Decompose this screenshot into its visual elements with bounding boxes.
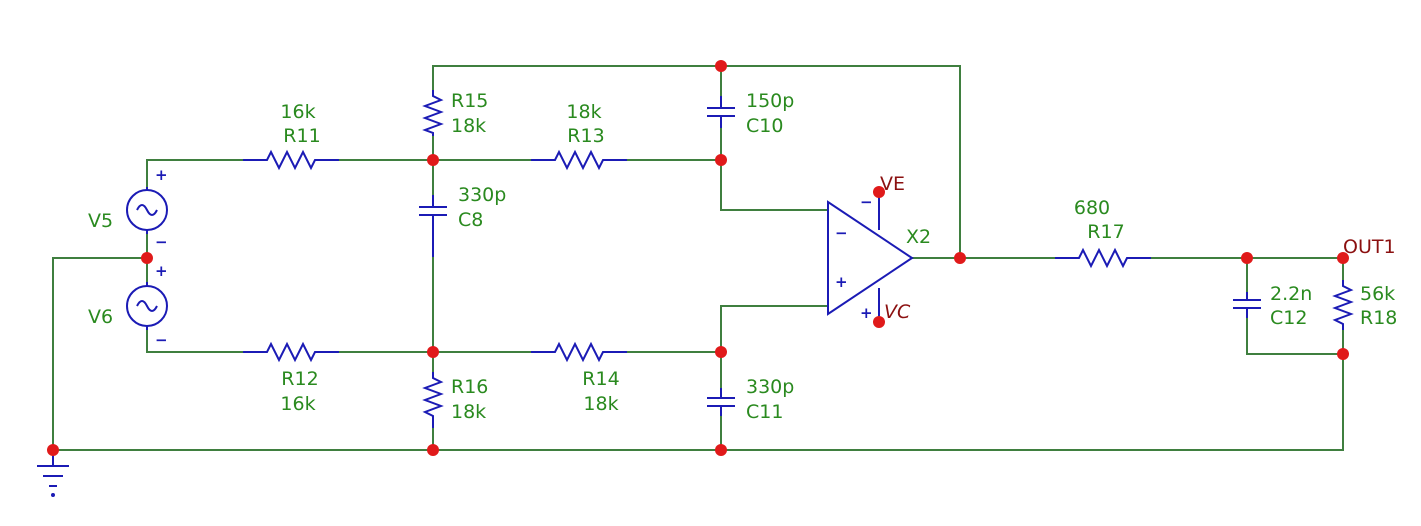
voltage-source-v5[interactable] (126, 187, 168, 234)
r12-value: 16k (280, 393, 315, 415)
r14-name: R14 (582, 368, 619, 390)
resistor-r16[interactable] (422, 372, 444, 428)
wire-inv-input (720, 160, 828, 211)
net-label-out1: OUT1 (1343, 236, 1396, 258)
c12-name: C12 (1270, 307, 1307, 329)
node-dot (715, 346, 727, 358)
resistor-r18[interactable] (1332, 280, 1354, 330)
wire-noninv-input (720, 305, 828, 352)
r18-name: R18 (1360, 307, 1397, 329)
c8-value: 330p (458, 184, 506, 206)
r17-name: R17 (1087, 221, 1124, 243)
wire-v6-bottom (146, 330, 243, 353)
v6-minus-sign: − (155, 331, 168, 349)
c12-value: 2.2n (1270, 283, 1312, 305)
capacitor-c8[interactable] (419, 195, 447, 257)
c11-value: 330p (746, 376, 794, 398)
node-dot (715, 444, 727, 456)
wire-feedback-top (432, 65, 961, 258)
r17-value: 680 (1074, 197, 1110, 219)
r13-name: R13 (567, 125, 604, 147)
nodes (47, 60, 1349, 456)
r14-value: 18k (583, 393, 618, 415)
wire-v5-top (146, 159, 243, 187)
resistor-r14[interactable] (531, 341, 627, 363)
opamp-vneg-sign: − (860, 193, 873, 211)
v5-plus-sign: + (155, 166, 168, 184)
v5-name: V5 (88, 210, 113, 232)
opamp-inv-sign: − (835, 224, 848, 242)
r18-value: 56k (1360, 283, 1395, 305)
wire-ground-left (52, 257, 147, 450)
node-dot (427, 444, 439, 456)
node-dot (954, 252, 966, 264)
node-dot (715, 60, 727, 72)
r16-name: R16 (451, 376, 488, 398)
c10-name: C10 (746, 115, 783, 137)
capacitor-c12[interactable] (1233, 292, 1261, 318)
resistor-r11[interactable] (243, 149, 339, 171)
node-dot (873, 186, 885, 198)
node-dot (141, 252, 153, 264)
node-dot (715, 154, 727, 166)
node-dot (47, 444, 59, 456)
r15-value: 18k (451, 115, 486, 137)
x2-name: X2 (906, 226, 931, 248)
node-dot (427, 346, 439, 358)
node-dot (1337, 252, 1349, 264)
r16-value: 18k (451, 401, 486, 423)
ground-symbol (37, 450, 69, 497)
net-label-vc: VC (884, 301, 911, 323)
c11-name: C11 (746, 401, 783, 423)
r12-name: R12 (281, 368, 318, 390)
voltage-source-v6[interactable] (126, 282, 168, 330)
resistor-r13[interactable] (531, 149, 627, 171)
opamp-noninv-sign: + (835, 273, 848, 291)
v6-plus-sign: + (155, 262, 168, 280)
labels: 16k R11 18k R13 R15 18k 150p C10 330p C8… (88, 90, 1397, 423)
capacitor-c10[interactable] (707, 96, 735, 128)
resistor-r12[interactable] (243, 341, 339, 363)
r11-name: R11 (283, 125, 320, 147)
wire-c12-bottom (1246, 318, 1343, 355)
c8-name: C8 (458, 209, 483, 231)
resistor-r15[interactable] (422, 90, 444, 136)
r11-value: 16k (280, 101, 315, 123)
node-dot (873, 316, 885, 328)
v5-minus-sign: − (155, 233, 168, 251)
net-label-ve: VE (880, 173, 905, 195)
r15-name: R15 (451, 90, 488, 112)
r13-value: 18k (566, 101, 601, 123)
v6-name: V6 (88, 306, 113, 328)
c10-value: 150p (746, 90, 794, 112)
node-dot (1337, 348, 1349, 360)
opamp-vpos-sign: + (860, 304, 873, 322)
node-dot (427, 154, 439, 166)
resistor-r17[interactable] (1055, 247, 1151, 269)
polarity-signs: + − + − − + − + (155, 166, 873, 349)
wire-ground-bus (53, 354, 1344, 451)
capacitor-c11[interactable] (707, 388, 735, 416)
node-dot (1241, 252, 1253, 264)
